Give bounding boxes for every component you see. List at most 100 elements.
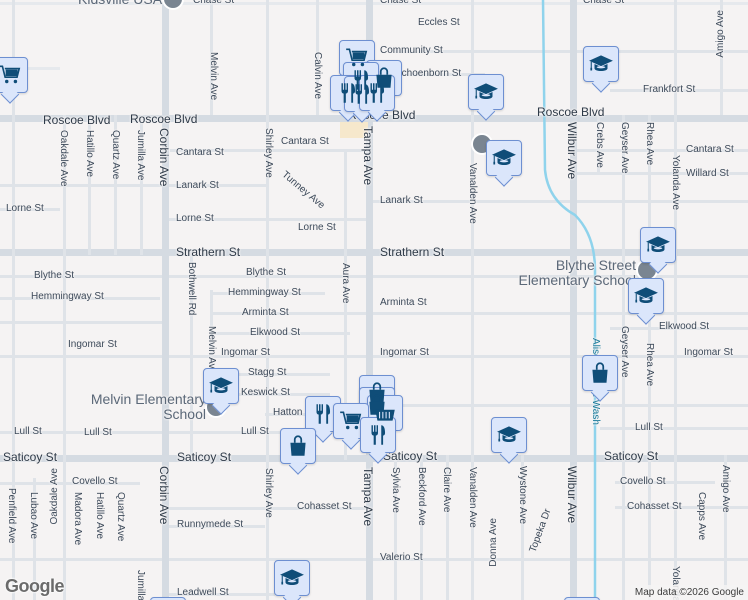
label-hemmingway-st-west: Hemmingway St (31, 291, 104, 302)
fork-knife-icon (371, 425, 386, 445)
label-shirley-ave: Shirley Ave (263, 128, 274, 178)
label-penfield-ave: Penfield Ave (6, 488, 17, 544)
road-chase-st (0, 2, 748, 5)
road-leadwell-st (165, 593, 275, 596)
label-lull-st-east: Lull St (635, 422, 663, 433)
commercial-area (340, 122, 368, 138)
label-community-st: Community St (380, 45, 443, 56)
label-arminta-st-east: Arminta St (380, 297, 427, 308)
label-blythe-street-elementary: Blythe Street Elementary School (518, 257, 636, 288)
graduation-cap-icon (646, 236, 670, 253)
label-hatillo-ave-2: Hatillo Ave (94, 492, 105, 540)
road-claire-ave (446, 455, 449, 600)
label-lorne-st: Lorne St (176, 213, 214, 224)
label-roscoe-blvd-east: Roscoe Blvd (537, 105, 605, 119)
label-ingomar-st-west: Ingomar St (68, 339, 117, 350)
label-bothwell-rd: Bothwell Rd (186, 262, 197, 316)
label-ingomar-st: Ingomar St (221, 347, 270, 358)
label-yolanda-ave: Yolanda Ave (670, 155, 681, 211)
pin-school[interactable] (583, 46, 619, 82)
pin-shopping[interactable] (582, 355, 618, 391)
road-strathern-st (0, 249, 748, 256)
label-kidsville-usa: Kidsville USA (78, 0, 162, 7)
label-amigo-ave: Amigo Ave (715, 10, 726, 58)
shopping-bag-icon (592, 362, 608, 383)
shopping-cart-icon (0, 65, 21, 84)
fork-knife-icon (355, 84, 370, 104)
road-oakdale-ave (63, 115, 66, 600)
pin-restaurant[interactable] (305, 396, 341, 432)
pin-partial[interactable] (564, 597, 600, 600)
label-oakdale-ave-2: Oakdale Ave (49, 468, 60, 525)
road-west-st (0, 67, 60, 70)
shopping-cart-icon (346, 48, 368, 67)
label-tampa-ave: Tampa Ave (361, 126, 375, 186)
label-lanark-st: Lanark St (380, 195, 423, 206)
map-attribution[interactable]: Map data ©2026 Google (630, 585, 748, 600)
pin-school[interactable] (640, 227, 676, 263)
road-schoenborn-st (395, 73, 485, 76)
label-schoenborn-st: Schoenborn St (395, 68, 462, 79)
pin-grocery[interactable] (0, 57, 28, 93)
label-covello-st: Covello St (72, 476, 118, 487)
road-rhea-ave (648, 115, 651, 600)
label-lorne-st-2: Lorne St (298, 222, 336, 233)
label-cohasset-st-east: Cohasset St (627, 501, 682, 512)
pin-partial[interactable] (150, 597, 186, 600)
pin-school[interactable] (491, 417, 527, 453)
pin-restaurant[interactable] (359, 75, 395, 111)
road-hatillo-ave (88, 115, 91, 255)
pin-school[interactable] (274, 560, 310, 596)
label-saticoy-st-2: Saticoy St (383, 449, 438, 463)
pin-school[interactable] (486, 140, 522, 176)
label-claire-ave: Claire Ave (441, 467, 452, 513)
label-melvin-ave: Melvin Ave (208, 52, 219, 101)
label-arminta-st: Arminta St (242, 307, 289, 318)
fork-knife-icon (316, 404, 331, 424)
road-tampa-ave (366, 0, 373, 600)
label-lorne-st-west: Lorne St (6, 203, 44, 214)
pin-school[interactable] (203, 368, 239, 404)
label-ingomar-st-east: Ingomar St (684, 347, 733, 358)
road-elkwood-st (210, 332, 350, 335)
label-cantara-st-west: Cantara St (176, 147, 224, 158)
label-valerio-st: Valerio St (380, 552, 423, 563)
road-corbin-ave (162, 0, 169, 600)
label-saticoy-st-west: Saticoy St (3, 450, 58, 464)
pin-grocery[interactable] (333, 403, 369, 439)
road-yolanda-ave (674, 0, 677, 600)
road-lanark-st-west (0, 184, 268, 187)
graduation-cap-icon (589, 55, 613, 72)
label-roscoe-blvd-west: Roscoe Blvd (43, 113, 111, 127)
fork-knife-icon (354, 70, 369, 90)
label-lull-st-2: Lull St (241, 426, 269, 437)
label-beckford-ave: Beckford Ave (416, 467, 427, 526)
road-melvin-ave (210, 290, 213, 380)
label-capps-ave: Capps Ave (696, 492, 707, 541)
road-vanalden-ave (471, 0, 474, 600)
pin-restaurant[interactable] (360, 417, 396, 453)
road-calvin-ave (316, 0, 319, 115)
fork-knife-icon (370, 83, 385, 103)
shopping-basket-icon (375, 409, 395, 421)
label-blythe-st-west: Blythe St (34, 270, 75, 281)
google-logo[interactable]: Google (5, 576, 65, 596)
label-chase-st: Chase St (193, 0, 235, 6)
pin-school[interactable] (468, 74, 504, 110)
label-eccles-st: Eccles St (418, 17, 460, 28)
road-amigo-ave (724, 455, 727, 600)
pin-grocery[interactable] (339, 40, 375, 76)
road-west-ave (12, 0, 15, 600)
label-donna-ave: Donna Ave (488, 518, 499, 567)
pin-school[interactable] (628, 278, 664, 314)
road-beckford-ave (420, 455, 423, 600)
pin-shopping[interactable] (280, 428, 316, 464)
graduation-cap-icon (280, 569, 304, 586)
label-strathern-st-2: Strathern St (380, 245, 445, 259)
road-lull-st (0, 431, 370, 434)
label-roscoe-blvd-2: Roscoe Blvd (130, 112, 198, 126)
label-lubao-ave: Lubao Ave (28, 492, 39, 540)
road-geyser-ave (622, 115, 625, 600)
